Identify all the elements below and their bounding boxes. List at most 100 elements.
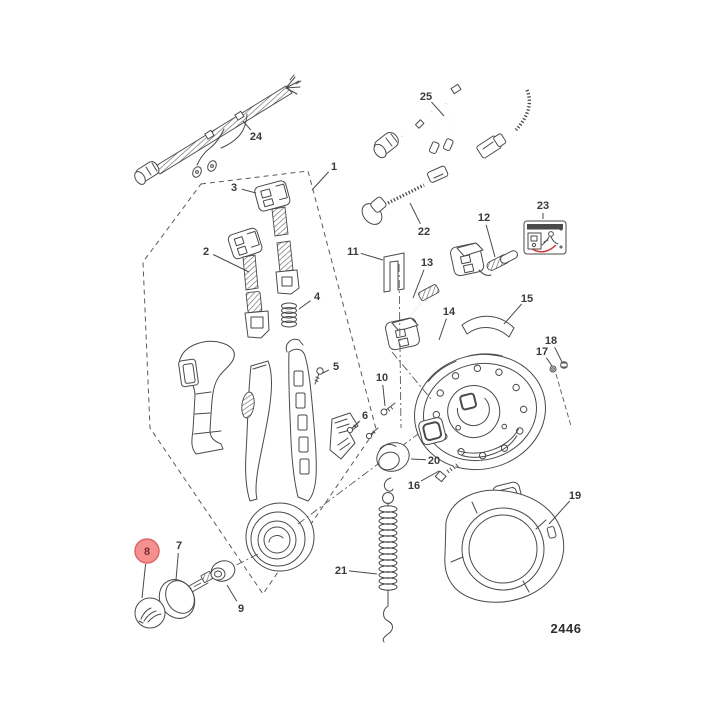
- callout-number: 13: [421, 257, 433, 269]
- callout-11[interactable]: 11: [347, 246, 384, 261]
- callout-2[interactable]: 2: [203, 246, 250, 273]
- handle-lever-right-art: [285, 338, 317, 502]
- callout-13[interactable]: 13: [412, 257, 433, 299]
- callout-4[interactable]: 4: [298, 291, 321, 310]
- part-21-spring-art: [378, 477, 398, 643]
- leader-line: [175, 552, 179, 581]
- leader-line: [241, 188, 257, 194]
- callout-12[interactable]: 12: [478, 212, 496, 258]
- callout-number: 2: [203, 246, 209, 258]
- leader-line: [485, 224, 496, 258]
- leader-line: [311, 171, 329, 191]
- part-9-bushing-art: [210, 560, 236, 582]
- callout-number: 20: [428, 455, 440, 467]
- leader-line: [545, 357, 553, 367]
- callout-20[interactable]: 20: [410, 455, 440, 467]
- handle-lever-middle-art: [241, 360, 272, 502]
- callout-8[interactable]: 8: [134, 538, 160, 599]
- leader-line: [141, 563, 147, 599]
- callout-15[interactable]: 15: [503, 293, 533, 325]
- callout-10[interactable]: 10: [376, 372, 388, 407]
- callout-number: 16: [408, 480, 420, 492]
- leader-line: [382, 384, 386, 407]
- callout-9[interactable]: 9: [226, 584, 244, 615]
- part-4-spring-art: [281, 302, 297, 328]
- callout-23[interactable]: 23: [537, 200, 549, 219]
- leader-line: [298, 300, 311, 310]
- leader-line: [431, 101, 445, 117]
- part-13-stop-switch-art: [385, 284, 440, 351]
- callout-number: 9: [238, 603, 244, 615]
- part-23-warning-decal-art: [523, 220, 567, 255]
- callout-18[interactable]: 18: [545, 335, 563, 363]
- part-11-bracket-art: [383, 252, 405, 429]
- callout-14[interactable]: 14: [438, 306, 456, 341]
- callout-1[interactable]: 1: [311, 161, 337, 191]
- callout-number: 21: [335, 565, 347, 577]
- part-17-nut-art: [549, 365, 557, 373]
- callout-19[interactable]: 19: [548, 490, 581, 525]
- part-6-latch-art: [329, 412, 379, 460]
- axis-lines: [391, 351, 432, 400]
- leader-line: [438, 318, 447, 341]
- part-19-cover-art: [444, 489, 565, 603]
- callout-17[interactable]: 17: [536, 346, 553, 367]
- part-8-emblem-art: [134, 597, 166, 629]
- callout-number: 18: [545, 335, 557, 347]
- handle-grip-art: [178, 340, 235, 455]
- leader-line: [353, 420, 360, 428]
- figure-number: 2446: [551, 621, 582, 636]
- callout-7[interactable]: 7: [175, 540, 182, 581]
- part-2-trim-switch-art: [227, 227, 270, 339]
- callout-number: 22: [418, 226, 430, 238]
- leader-line: [212, 254, 250, 273]
- callout-number: 3: [231, 182, 237, 194]
- callout-number: 24: [250, 131, 263, 143]
- callout-16[interactable]: 16: [408, 470, 440, 492]
- callout-number: 5: [333, 361, 339, 373]
- callout-number: 4: [314, 291, 321, 303]
- callout-24[interactable]: 24: [242, 120, 263, 143]
- leader-line: [420, 470, 440, 482]
- callout-number: 7: [176, 540, 182, 552]
- leader-line: [348, 570, 378, 575]
- leader-line: [554, 346, 563, 363]
- callout-number: 23: [537, 200, 549, 212]
- highlight-circle: [134, 538, 160, 564]
- leader-line: [409, 202, 421, 225]
- callout-25[interactable]: 25: [420, 91, 445, 117]
- part-15-strip-art: [461, 315, 515, 338]
- leader-line: [226, 584, 238, 602]
- callout-number: 19: [569, 490, 581, 502]
- callout-22[interactable]: 22: [409, 202, 430, 238]
- part-10-screw-art: [380, 402, 396, 416]
- part-25-extension-harness-art: [373, 70, 538, 159]
- part-3-trim-switch-art: [254, 180, 300, 295]
- part-5-screw-art: [314, 367, 324, 385]
- callout-21[interactable]: 21: [335, 565, 378, 577]
- leader-line: [322, 369, 330, 374]
- callout-number: 8: [144, 546, 150, 558]
- part-24-wiring-harness-art: [134, 74, 302, 185]
- part-22-adapter-cable-art: [361, 165, 449, 225]
- part-12-stop-switch-art: [450, 242, 518, 277]
- callout-layer: 1234567891011121314151617181920212223242…: [134, 91, 581, 615]
- callout-5[interactable]: 5: [322, 361, 339, 374]
- part-18-washer-art: [555, 361, 572, 427]
- callout-3[interactable]: 3: [231, 182, 257, 194]
- leader-line: [360, 252, 384, 261]
- leader-line: [410, 458, 427, 461]
- callout-number: 6: [362, 410, 368, 422]
- callout-number: 1: [331, 161, 337, 173]
- leader-line: [412, 269, 425, 299]
- part-20-ring-art: [376, 442, 410, 472]
- callout-number: 14: [443, 306, 456, 318]
- part-16-screw-art: [434, 462, 460, 483]
- leader-line: [503, 303, 523, 325]
- callout-number: 17: [536, 346, 548, 358]
- callout-number: 12: [478, 212, 490, 224]
- callout-number: 25: [420, 91, 432, 103]
- callout-number: 15: [521, 293, 533, 305]
- callout-6[interactable]: 6: [353, 410, 368, 428]
